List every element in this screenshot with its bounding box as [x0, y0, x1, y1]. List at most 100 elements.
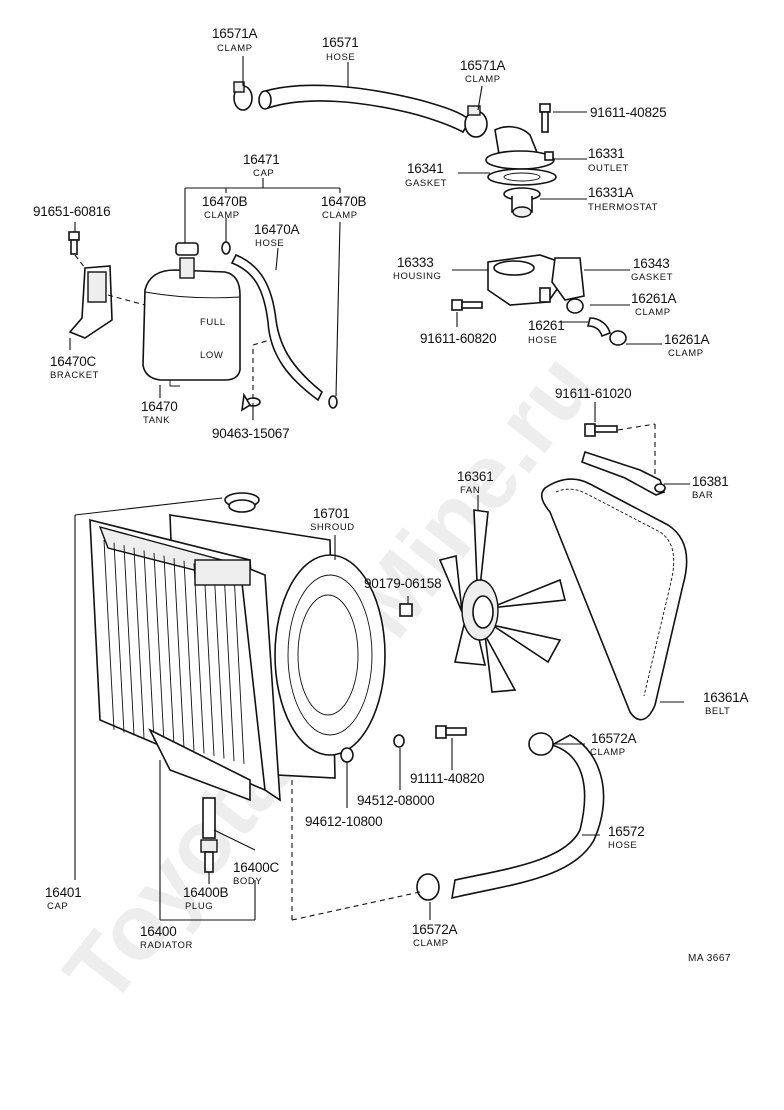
washer-icon — [340, 747, 354, 763]
cooling-fan-icon — [438, 509, 566, 693]
part-number: 16331A — [588, 185, 634, 200]
part-number: 16261A — [664, 332, 710, 347]
radiator-fin — [123, 545, 135, 736]
radiator-fin — [153, 552, 165, 744]
part-number: 16571A — [212, 26, 258, 41]
radiator-fin — [133, 547, 145, 738]
radiator-fin — [103, 539, 115, 731]
thermostat-icon — [503, 187, 541, 218]
radiator-fin — [143, 550, 155, 741]
radiator-fin — [163, 555, 175, 746]
part-name: BRACKET — [50, 370, 99, 381]
part-number: 91651-60816 — [33, 204, 110, 219]
part-name: CLAMP — [635, 307, 671, 318]
bolt-icon — [68, 231, 80, 255]
part-name: BELT — [705, 706, 730, 717]
adjusting-bar-icon — [581, 450, 666, 496]
part-name: TANK — [143, 415, 170, 426]
part-name: THERMOSTAT — [588, 202, 658, 213]
part-number: 16470B — [202, 194, 248, 209]
radiator-fin — [113, 542, 125, 733]
part-number: 16333 — [397, 255, 434, 270]
part-number: 16400 — [140, 924, 177, 939]
lower-hose-icon — [416, 732, 605, 901]
part-name: CLAMP — [322, 210, 358, 221]
overflow-hose-icon — [221, 241, 338, 412]
part-number: 16361 — [457, 469, 494, 484]
radiator-fin — [193, 563, 205, 754]
radiator-fin — [183, 560, 195, 751]
hose-clamp-icon — [464, 105, 488, 138]
part-number: 16261A — [631, 291, 677, 306]
part-number: 94612-10800 — [305, 814, 382, 829]
part-name: CLAMP — [413, 938, 449, 949]
bypass-hose-icon — [566, 298, 627, 346]
part-name: BODY — [233, 876, 262, 887]
part-name: HOSE — [255, 238, 284, 249]
part-name: CLAMP — [465, 74, 501, 85]
water-housing-icon — [487, 254, 561, 306]
part-name: CLAMP — [204, 210, 240, 221]
radiator-fin — [223, 571, 235, 762]
radiator-cap-icon — [224, 492, 260, 513]
gasket-icon — [487, 168, 557, 186]
part-number: 16400C — [233, 860, 280, 875]
part-number: 16470A — [254, 222, 300, 237]
part-number: 16470 — [141, 399, 178, 414]
part-number: 16701 — [313, 506, 350, 521]
part-number: 16381 — [692, 474, 729, 489]
part-number: 16261 — [528, 318, 565, 333]
part-number: 16400B — [183, 885, 229, 900]
bolt-icon — [451, 299, 483, 311]
part-number: 16470B — [321, 194, 367, 209]
part-name: HOSE — [528, 335, 557, 346]
radiator-fin — [173, 558, 185, 749]
drain-cock-icon — [200, 797, 218, 873]
part-number: 16572A — [412, 922, 458, 937]
part-name: FAN — [460, 485, 480, 496]
part-number: 16401 — [45, 885, 82, 900]
part-number: 16572A — [591, 731, 637, 746]
part-number: 90463-15067 — [212, 426, 289, 441]
part-name: CAP — [253, 168, 274, 179]
part-number: 16361A — [703, 690, 749, 705]
part-name: CLAMP — [217, 43, 253, 54]
water-outlet-icon — [485, 125, 555, 170]
part-number: 16571 — [322, 35, 359, 50]
radiator-fin — [213, 568, 225, 759]
radiator-fin — [203, 565, 215, 757]
tank-low-mark: LOW — [200, 350, 223, 361]
part-name: CLAMP — [590, 747, 626, 758]
part-number: 91611-40825 — [590, 105, 666, 120]
part-number: 16471 — [243, 152, 280, 167]
part-number: 16470C — [50, 354, 97, 369]
part-number: 91611-61020 — [555, 386, 631, 401]
part-number: 16571A — [460, 58, 506, 73]
fan-bolt-icon — [399, 603, 413, 617]
radiator-icon — [89, 518, 281, 802]
part-name: HOSE — [326, 52, 355, 63]
part-name: HOUSING — [393, 271, 442, 282]
part-name: HOSE — [608, 840, 637, 851]
figure-reference: MA 3667 — [688, 953, 731, 964]
part-number: 94512-08000 — [357, 793, 434, 808]
leader-lines — [69, 56, 690, 921]
part-name: GASKET — [405, 178, 447, 189]
part-number: 16343 — [633, 256, 670, 271]
part-number: 16331 — [588, 146, 625, 161]
part-labels: 16571A CLAMP 16571 HOSE 16571A CLAMP 916… — [33, 26, 749, 964]
v-belt-icon — [540, 478, 688, 721]
bolt-icon — [539, 103, 551, 133]
part-number: 16341 — [407, 161, 444, 176]
part-number: 16572 — [608, 824, 645, 839]
washer-icon — [393, 734, 405, 748]
part-name: GASKET — [631, 272, 673, 283]
part-name: PLUG — [185, 901, 213, 912]
part-number: 90179-06158 — [364, 576, 441, 591]
bracket-icon — [68, 265, 113, 339]
part-name: SHROUD — [310, 522, 355, 533]
part-name: BAR — [692, 490, 713, 501]
part-name: CLAMP — [668, 348, 704, 359]
gasket-icon — [551, 257, 585, 301]
radiator-fin — [233, 573, 245, 764]
